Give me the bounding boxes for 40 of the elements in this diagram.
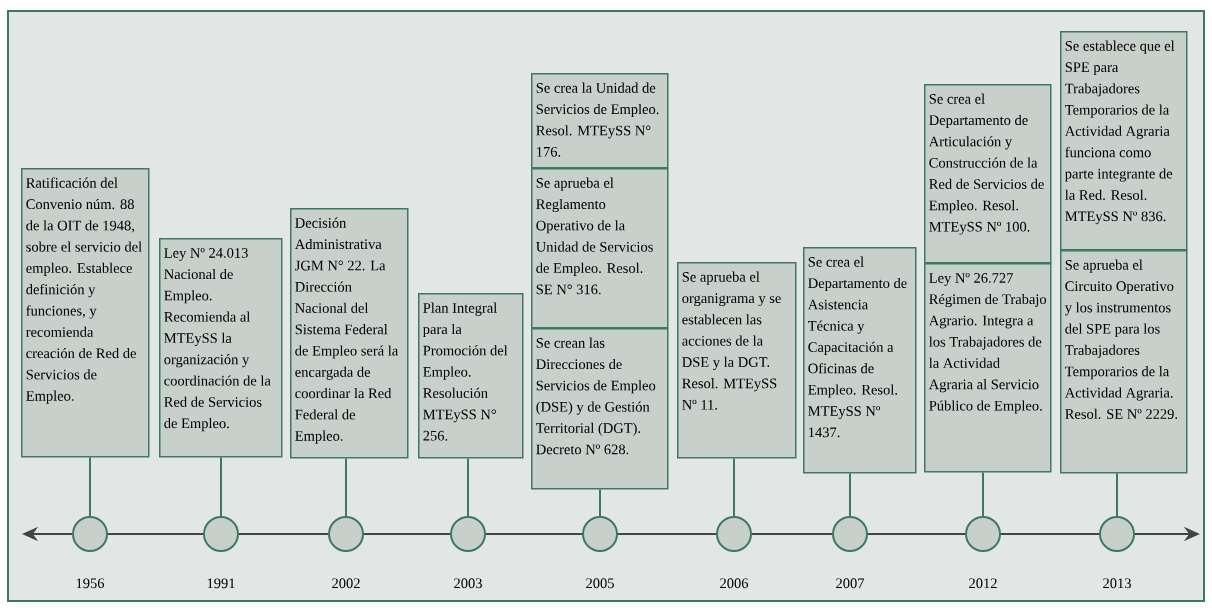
event-box: Se crea el Departamento de Asistencia Técnica y Capacitación a Oficinas de Empleo. Resol. MTEySS Nº 1437.: [803, 247, 917, 474]
event-box: Se crea el Departamento de Articulación y Construcción de la Red de Servicios de Empleo. Resol. MTEySS Nº 100.: [924, 84, 1052, 264]
connector-line: [220, 456, 222, 517]
event-box: Se crean las Direcciones de Servicios de Empleo (DSE) y de Gestión Territorial (DGT). Decreto Nº 628.: [531, 328, 669, 490]
connector-line: [345, 457, 347, 517]
timeline-dot: [72, 516, 108, 552]
year-label: 2013: [1103, 578, 1131, 589]
event-box: Ratificación del Convenio núm. 88 de la OIT de 1948, sobre el servicio del empleo. Establece definición y funciones, y recomienda creación de Red de Servicios de Empleo.: [21, 168, 150, 458]
year-label: 2006: [720, 578, 749, 589]
connector-line: [982, 471, 984, 517]
timeline-dot: [1099, 516, 1135, 552]
event-box: Se establece que el SPE para Trabajadores Temporarios de la Actividad Agraria funciona como parte integrante de la Red. Resol. MTEySS Nº 836.: [1060, 31, 1188, 251]
connector-line: [1116, 472, 1118, 517]
connector-line: [849, 472, 851, 517]
connector-line: [599, 488, 601, 517]
event-box: Se aprueba el organigrama y se establecen las acciones de la DSE y la DGT. Resol. MTEySS Nº 11.: [677, 262, 797, 459]
connector-line: [89, 456, 91, 517]
connector-line: [733, 457, 735, 517]
year-label: 2012: [969, 578, 997, 589]
event-box: Se aprueba el Reglamento Operativo de la Unidad de Servicios de Empleo. Resol. SE N° 316.: [531, 168, 669, 329]
connector-line: [467, 457, 469, 517]
year-label: 2003: [454, 578, 482, 589]
timeline-dot: [965, 516, 1001, 552]
year-label: 2005: [586, 578, 614, 589]
timeline-dot: [582, 516, 618, 552]
timeline-dot: [832, 516, 868, 552]
timeline-dot: [716, 516, 752, 552]
event-box: Ley Nº 24.013 Nacional de Empleo. Recomienda al MTEySS la organización y coordinación de la Red de Servicios de Empleo.: [159, 238, 283, 458]
year-label: 1991: [207, 578, 235, 589]
event-box: Ley Nº 26.727 Régimen de Trabajo Agrario. Integra a los Trabajadores de la Actividad Agraria al Servicio Público de Empleo.: [924, 263, 1052, 473]
event-box: Decisión Administrativa JGM N° 22. La Dirección Nacional del Sistema Federal de Empleo será la encargada de coordinar la Red Federal de Empleo.: [290, 208, 409, 459]
timeline-dot: [203, 516, 239, 552]
year-label: 2002: [332, 578, 360, 589]
year-label: 1956: [76, 578, 105, 589]
event-box: Se crea la Unidad de Servicios de Empleo. Resol. MTEySS N° 176.: [531, 73, 669, 169]
event-box: Plan Integral para la Promoción del Empleo. Resolución MTEySS N° 256.: [418, 293, 524, 459]
timeline-dot: [328, 516, 364, 552]
year-label: 2007: [836, 578, 865, 589]
timeline-dot: [450, 516, 486, 552]
event-box: Se aprueba el Circuito Operativo y los instrumentos del SPE para los Trabajadores Temporarios de la Actividad Agraria. Resol. SE Nº 2229.: [1060, 250, 1188, 474]
